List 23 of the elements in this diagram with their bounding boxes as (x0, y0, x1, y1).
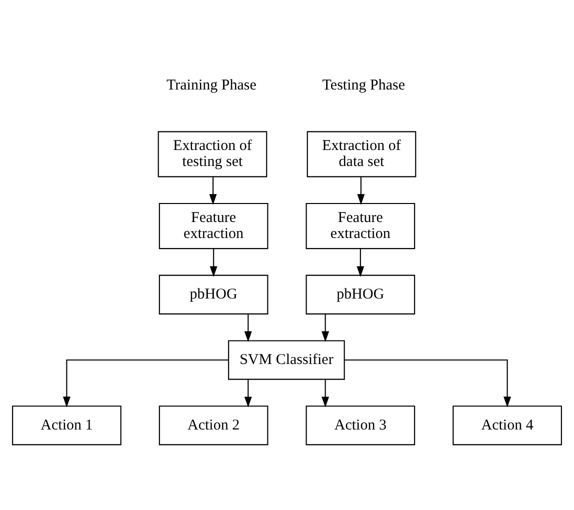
node-box: Feature extraction (158, 202, 268, 249)
arrow (244, 379, 252, 407)
arrow (322, 314, 330, 342)
arrow (244, 314, 252, 342)
label: Testing Phase (322, 77, 405, 94)
node-box: Extraction of data set (306, 130, 416, 177)
arrow (322, 379, 330, 407)
node-box: pbHOG (306, 274, 416, 314)
node-box: Action 1 (12, 405, 122, 445)
arrow (356, 248, 364, 276)
node-box: SVM Classifier (228, 340, 345, 380)
node-box: pbHOG (158, 274, 268, 314)
arrow (62, 358, 228, 407)
node-box: Extraction of testing set (158, 130, 268, 177)
node-box: Action 2 (158, 405, 268, 445)
arrow (210, 248, 218, 276)
label: Training Phase (166, 77, 256, 94)
node-box: Feature extraction (306, 202, 416, 249)
node-box: Action 3 (306, 405, 416, 445)
arrow (357, 176, 365, 204)
arrow (344, 358, 512, 407)
arrow (209, 176, 217, 204)
node-box: Action 4 (452, 405, 562, 445)
